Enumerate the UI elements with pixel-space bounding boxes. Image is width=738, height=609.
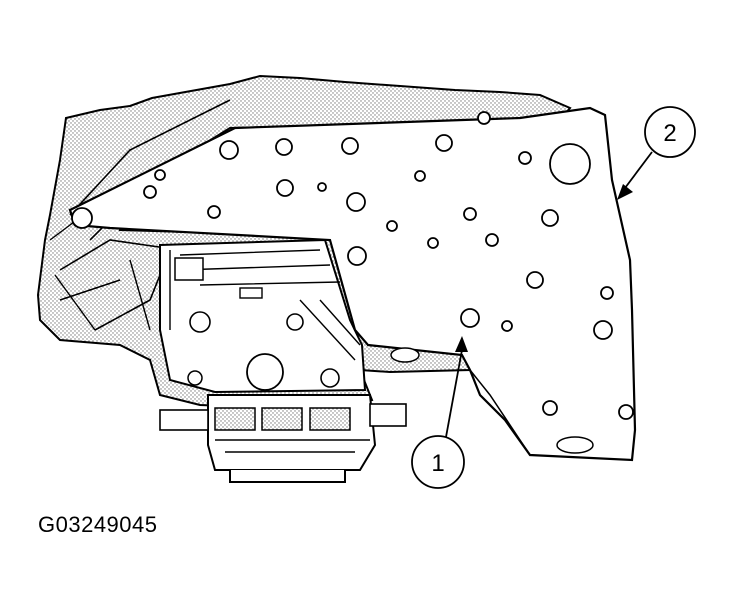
callout-1: 1 bbox=[411, 336, 468, 489]
solenoid-block bbox=[159, 238, 407, 483]
separator-plate bbox=[68, 106, 637, 462]
callout-2: 2 bbox=[617, 106, 696, 200]
callout-1-number: 1 bbox=[431, 450, 444, 477]
callout-1-arrowhead bbox=[455, 336, 468, 352]
callout-1-leader bbox=[445, 349, 463, 438]
callout-2-circle bbox=[644, 106, 696, 158]
callout-2-arrowhead bbox=[617, 184, 633, 200]
callout-2-number: 2 bbox=[663, 120, 676, 147]
figure-id-label: G03249045 bbox=[38, 512, 158, 537]
callout-2-leader bbox=[624, 151, 653, 189]
callout-1-circle bbox=[411, 435, 465, 489]
